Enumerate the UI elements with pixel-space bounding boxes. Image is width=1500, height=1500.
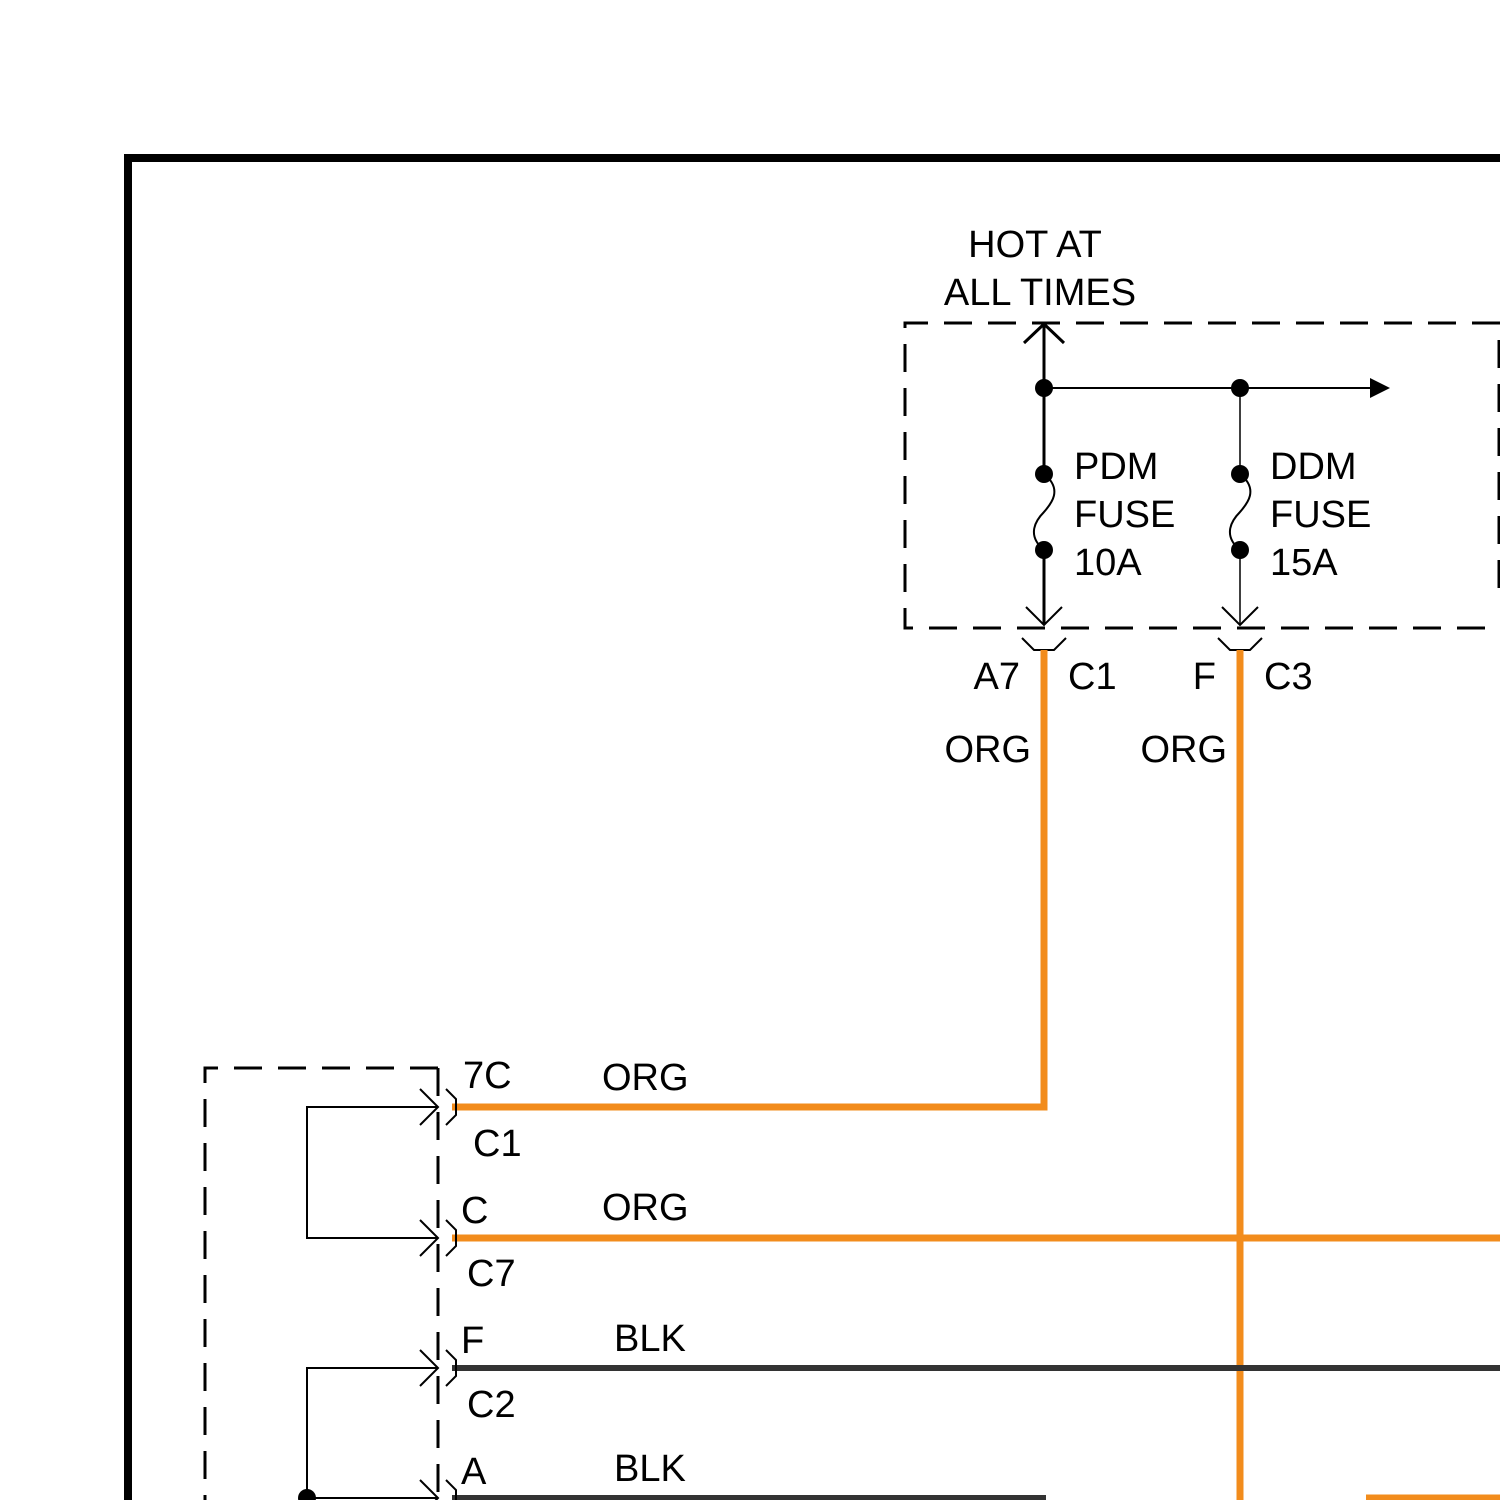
power-bus	[1035, 378, 1390, 398]
org-wire-pdm	[452, 650, 1044, 1107]
module-internal-link-upper	[307, 1107, 438, 1238]
page-frame	[128, 158, 1500, 1500]
ddm-fuse-name-line2: FUSE	[1270, 494, 1371, 536]
connector-female-icon	[1218, 638, 1262, 650]
bus-continuation-arrow-icon	[1370, 378, 1390, 398]
connector-c-pin: C	[461, 1190, 488, 1232]
terminal-a7-pin: A7	[974, 656, 1020, 698]
connector-f-id: C2	[467, 1384, 516, 1426]
connector-a-pin: A	[461, 1451, 487, 1493]
wire-color-label: ORG	[944, 729, 1031, 771]
connector-c-id: C7	[467, 1253, 516, 1295]
fuse-block-outline	[905, 323, 1500, 628]
power-source-label-line2: ALL TIMES	[944, 272, 1136, 314]
terminal-f-connector: C3	[1264, 656, 1313, 698]
connector-a-wire-color: BLK	[614, 1448, 686, 1490]
ddm-fuse-rating: 15A	[1270, 542, 1338, 584]
connector-f-pin: F	[461, 1320, 484, 1362]
fuse-icon	[1034, 474, 1054, 550]
module-internal-link-lower	[307, 1368, 438, 1498]
connector-7c-pin: 7C	[463, 1055, 512, 1097]
wire-color-label: ORG	[1140, 729, 1227, 771]
terminal-a7-connector: C1	[1068, 656, 1117, 698]
module-outline	[205, 1068, 438, 1500]
pdm-fuse-name-line2: FUSE	[1074, 494, 1175, 536]
connector-7c-wire-color: ORG	[602, 1057, 689, 1099]
ddm-fuse: DDM FUSE 15A	[1222, 388, 1371, 625]
pdm-fuse: PDM FUSE 10A	[1026, 388, 1175, 625]
splice-dot	[298, 1489, 316, 1500]
power-source-arrow-icon	[1024, 324, 1064, 388]
power-source: HOT AT ALL TIMES	[944, 224, 1136, 388]
connector-7c-id: C1	[473, 1123, 522, 1165]
terminal-f-pin: F	[1193, 656, 1216, 698]
pdm-fuse-name-line1: PDM	[1074, 446, 1158, 488]
fuse-icon	[1230, 474, 1250, 550]
pdm-fuse-rating: 10A	[1074, 542, 1142, 584]
ddm-fuse-name-line1: DDM	[1270, 446, 1357, 488]
connector-c-wire-color: ORG	[602, 1187, 689, 1229]
power-source-label-line1: HOT AT	[968, 224, 1102, 266]
connector-f-wire-color: BLK	[614, 1318, 686, 1360]
connector-female-icon	[1022, 638, 1066, 650]
